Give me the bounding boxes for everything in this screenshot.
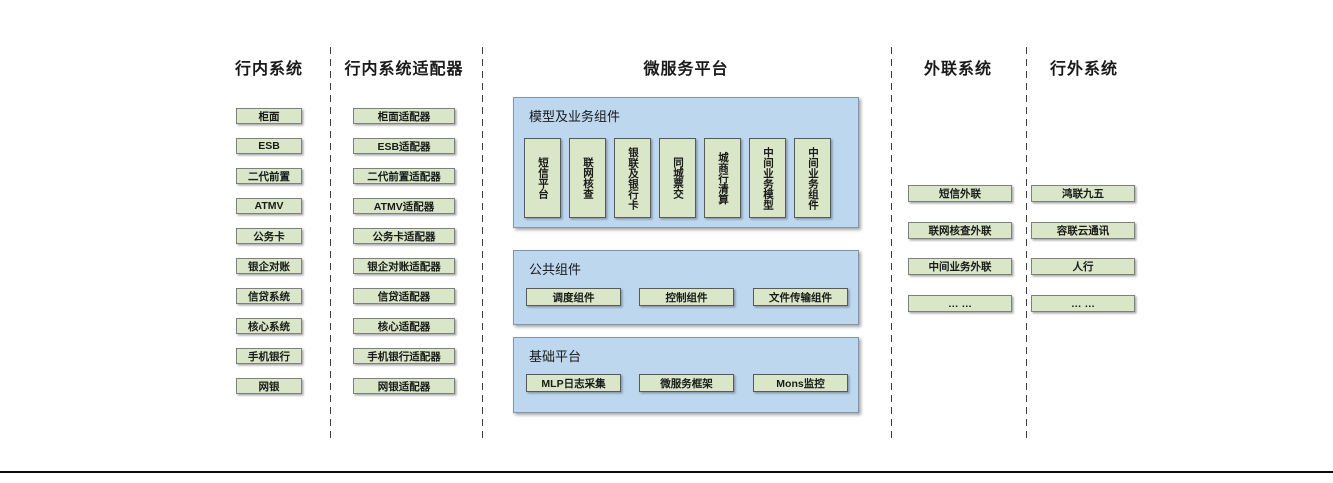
adapter-box: 信贷适配器	[353, 288, 455, 304]
outreach-system-box: 中间业务外联	[908, 258, 1012, 275]
base-component-box: 微服务框架	[639, 374, 734, 392]
common-component-box: 文件传输组件	[753, 288, 848, 306]
external-system-box: 人行	[1031, 258, 1135, 275]
model-component-box: 联网核查	[569, 138, 606, 218]
model-component-box: 同城票交	[659, 138, 696, 218]
outreach-system-box: 联网核查外联	[908, 222, 1012, 239]
model-component-box: 银联及银行卡	[614, 138, 651, 218]
column-divider	[330, 47, 331, 443]
column-header-adapters: 行内系统适配器	[344, 61, 464, 78]
model-component-box: 短信平台	[524, 138, 561, 218]
internal-system-box: 信贷系统	[236, 288, 302, 304]
adapter-box: ESB适配器	[353, 138, 455, 154]
internal-system-box: 柜面	[236, 108, 302, 124]
external-system-box: 容联云通讯	[1031, 222, 1135, 239]
column-header-microservice-platform: 微服务平台	[643, 61, 729, 78]
internal-system-box: 公务卡	[236, 228, 302, 244]
adapter-box: 公务卡适配器	[353, 228, 455, 244]
base-component-box: Mons监控	[753, 374, 848, 392]
adapter-box: 核心适配器	[353, 318, 455, 334]
adapter-box: 银企对账适配器	[353, 258, 455, 274]
internal-system-box: ATMV	[236, 198, 302, 214]
adapter-box: 手机银行适配器	[353, 348, 455, 364]
internal-system-box: 二代前置	[236, 168, 302, 184]
group-label-model-business: 模型及业务组件	[529, 109, 621, 124]
column-header-internal-systems: 行内系统	[234, 61, 303, 78]
common-component-box: 控制组件	[639, 288, 734, 306]
group-label-base: 基础平台	[529, 349, 582, 364]
internal-system-box: 银企对账	[236, 258, 302, 274]
external-system-box: 鸿联九五	[1031, 185, 1135, 202]
base-component-box: MLP日志采集	[526, 374, 621, 392]
adapter-box: 网银适配器	[353, 378, 455, 394]
bottom-rule	[0, 471, 1333, 473]
adapter-box: 二代前置适配器	[353, 168, 455, 184]
internal-system-box: 核心系统	[236, 318, 302, 334]
internal-system-box: 网银	[236, 378, 302, 394]
group-base-platform: 基础平台 MLP日志采集 微服务框架 Mons监控	[513, 337, 859, 413]
group-common-components: 公共组件 调度组件 控制组件 文件传输组件	[513, 250, 859, 325]
internal-system-box: ESB	[236, 138, 302, 154]
column-header-outreach-systems: 外联系统	[923, 61, 992, 78]
model-component-box: 城商行清算	[704, 138, 741, 218]
group-label-common: 公共组件	[529, 262, 582, 277]
external-system-box: … …	[1031, 295, 1135, 312]
outreach-system-box: 短信外联	[908, 185, 1012, 202]
model-component-box: 中间业务模型	[749, 138, 786, 218]
column-header-external-systems: 行外系统	[1049, 61, 1118, 78]
column-divider	[482, 47, 483, 443]
column-divider	[891, 47, 892, 443]
adapter-box: ATMV适配器	[353, 198, 455, 214]
column-divider	[1026, 47, 1027, 443]
outreach-system-box: … …	[908, 295, 1012, 312]
common-component-box: 调度组件	[526, 288, 621, 306]
model-component-box: 中间业务组件	[794, 138, 831, 218]
internal-system-box: 手机银行	[236, 348, 302, 364]
group-model-business-components: 模型及业务组件 短信平台 联网核查 银联及银行卡 同城票交 城商行清算 中间业务…	[513, 97, 859, 228]
adapter-box: 柜面适配器	[353, 108, 455, 124]
